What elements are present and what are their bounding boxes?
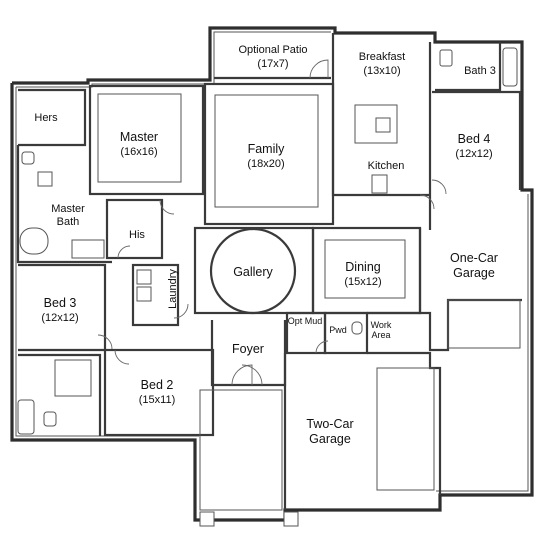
master-size: (16x16) (120, 146, 157, 158)
opt-mud-label: Opt Mud (288, 316, 323, 326)
laundry-label: Laundry (167, 269, 179, 309)
interior-walls (16, 33, 522, 527)
bed4-label: Bed 4 (458, 132, 491, 146)
master-label: Master (120, 130, 158, 144)
family-label: Family (248, 142, 286, 156)
family-size: (18x20) (247, 158, 284, 170)
room-labels: Optional Patio (17x7) Breakfast (13x10) … (34, 44, 498, 446)
bed3-size: (12x12) (41, 312, 78, 324)
door-swings (97, 59, 447, 386)
hers-label: Hers (34, 112, 58, 124)
foyer-label: Foyer (232, 342, 264, 356)
bed4-size: (12x12) (455, 148, 492, 160)
dining-label: Dining (345, 260, 380, 274)
bed3-label: Bed 3 (44, 296, 77, 310)
pwd-label: Pwd (329, 325, 347, 335)
optional-patio-size: (17x7) (257, 58, 288, 70)
gallery-label: Gallery (233, 265, 273, 279)
his-label: His (129, 229, 145, 241)
kitchen-label: Kitchen (368, 160, 405, 172)
dining-size: (15x12) (344, 276, 381, 288)
optional-patio-label: Optional Patio (238, 44, 307, 56)
bed2-size: (15x11) (139, 394, 175, 406)
bed2-label: Bed 2 (141, 378, 174, 392)
bath3-label: Bath 3 (464, 65, 496, 77)
breakfast-size: (13x10) (363, 65, 400, 77)
breakfast-label: Breakfast (359, 51, 405, 63)
